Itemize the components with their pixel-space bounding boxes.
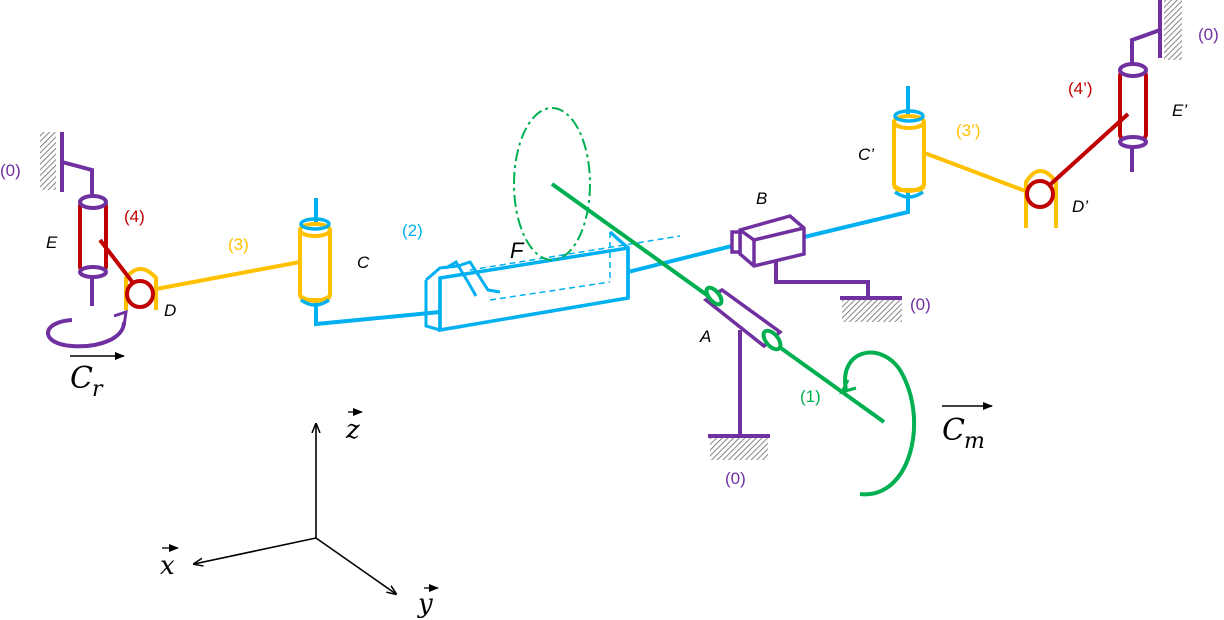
label-point-B: B xyxy=(756,189,767,208)
ground-B xyxy=(774,258,902,322)
joint-B xyxy=(730,214,806,268)
couple-Cm-label: C m xyxy=(942,402,993,454)
label-ground-B: (0) xyxy=(910,295,931,314)
label-ground-right: (0) xyxy=(1198,25,1219,44)
axis-z-label: z xyxy=(345,408,363,445)
label-body-2: (2) xyxy=(402,221,423,240)
label-point-E: E xyxy=(46,233,58,252)
body-2 xyxy=(314,86,910,333)
label-point-D-prime: D’ xyxy=(1072,197,1088,216)
label-body-3: (3) xyxy=(228,235,249,254)
joint-A xyxy=(702,285,783,352)
axis-x-label: x xyxy=(160,544,179,581)
couple-Cr-arrow xyxy=(46,309,128,349)
label-body-1: (1) xyxy=(800,387,821,406)
ground-left xyxy=(40,132,94,198)
label-point-D: D xyxy=(164,301,176,320)
reference-frame xyxy=(194,424,396,594)
body-4-prime xyxy=(1025,62,1148,209)
label-body-3-prime: (3’) xyxy=(956,121,981,140)
axis-z: z xyxy=(345,415,360,445)
label-ground-left: (0) xyxy=(0,161,21,180)
label-body-4: (4) xyxy=(124,207,145,226)
label-ground-A: (0) xyxy=(725,469,746,488)
ground-right-top xyxy=(1130,0,1182,66)
label-point-F: F xyxy=(510,238,525,263)
body-4 xyxy=(78,194,155,309)
ground-A xyxy=(708,330,770,460)
axis-x: x xyxy=(160,551,175,581)
couple-Cr-sub: r xyxy=(92,377,104,402)
couple-Cm-sub: m xyxy=(964,429,985,454)
joint-C-caps xyxy=(299,109,925,307)
axis-y: y xyxy=(417,589,433,619)
couple-Cr-label: C r xyxy=(70,352,125,402)
label-body-4-prime: (4’) xyxy=(1068,79,1093,98)
label-point-C: C xyxy=(357,253,370,272)
axis-y-label: y xyxy=(417,584,439,619)
label-point-A: A xyxy=(699,327,711,346)
couple-Cm-main: C xyxy=(942,413,965,448)
couple-Cr-main: C xyxy=(70,361,93,396)
label-point-C-prime: C’ xyxy=(858,145,874,164)
label-point-E-prime: E’ xyxy=(1172,101,1187,120)
